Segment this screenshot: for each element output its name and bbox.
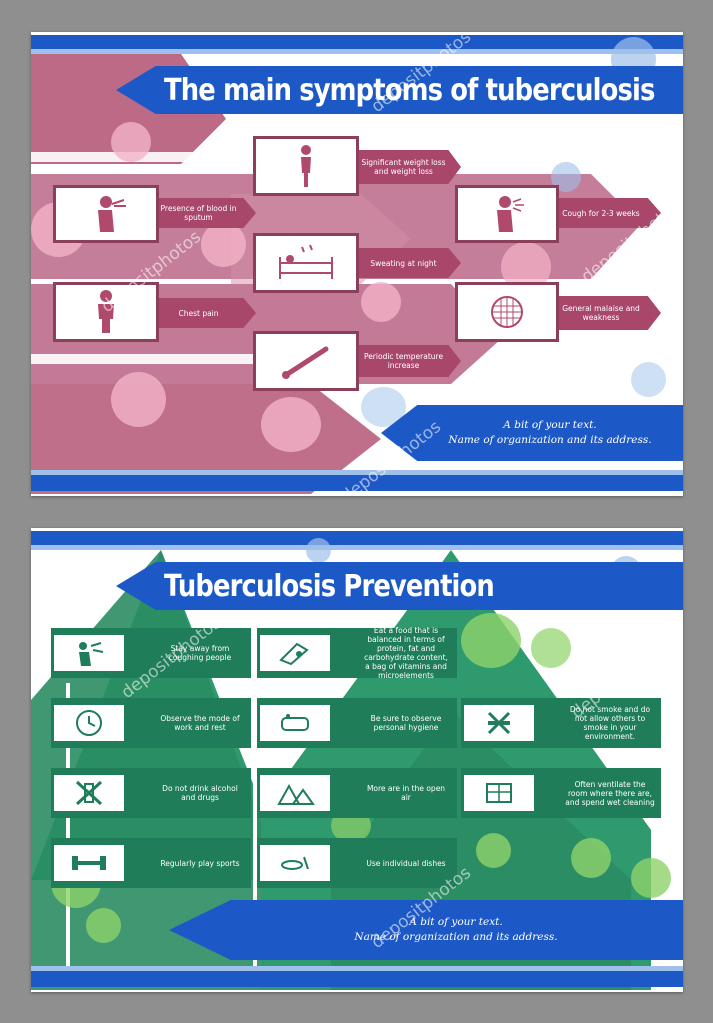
paint-splash <box>631 858 671 898</box>
symptom-label: Significant weight loss and weight loss <box>356 150 461 184</box>
paint-splash <box>201 222 246 267</box>
virus-ball-icon <box>491 296 523 328</box>
bottom-stripe-light <box>31 470 683 475</box>
paint-splash <box>461 613 521 668</box>
symptom-label: Chest pain <box>151 298 256 328</box>
top-stripe-light <box>31 49 683 54</box>
paint-splash <box>531 628 571 668</box>
prevention-card: Tuberculosis Prevention Stay away from c… <box>31 528 683 992</box>
coughing-person-icon <box>497 196 524 232</box>
paint-splash <box>571 838 611 878</box>
tip-card <box>257 632 333 674</box>
tip-card <box>51 842 127 884</box>
symptom-label: Cough for 2-3 weeks <box>551 198 661 228</box>
soap-icon <box>281 714 309 731</box>
paint-splash <box>261 397 321 452</box>
thermometer-icon <box>282 346 329 379</box>
nature-icon <box>277 783 315 805</box>
bed-icon <box>279 244 333 279</box>
thin-person-icon <box>301 145 311 187</box>
symptom-card <box>53 282 159 342</box>
page-title: Tuberculosis Prevention <box>164 568 495 604</box>
symptom-label: Periodic temperature increase <box>356 345 461 377</box>
title-banner: Tuberculosis Prevention <box>116 562 683 610</box>
symptom-label: General malaise and weakness <box>551 296 661 330</box>
tip-card <box>257 842 333 884</box>
paint-splash <box>476 833 511 868</box>
footer-text: A bit of your text. <box>409 916 503 928</box>
footer-banner: A bit of your text. Name of organization… <box>169 900 683 960</box>
white-line <box>66 683 70 983</box>
tip-card <box>257 702 333 744</box>
bottom-stripe <box>31 971 683 987</box>
tip-card <box>51 702 127 744</box>
symptom-card <box>253 331 359 391</box>
cleaning-icon <box>486 783 512 803</box>
paint-splash <box>631 362 666 397</box>
page-title: The main symptoms of tuberculosis <box>164 72 655 108</box>
tip-card <box>257 772 333 814</box>
top-stripe <box>31 35 683 49</box>
symptom-card <box>253 136 359 196</box>
person-icon <box>98 290 114 333</box>
no-smoking-icon <box>487 711 511 735</box>
title-banner: The main symptoms of tuberculosis <box>116 66 683 114</box>
avoid-cough-icon <box>79 642 104 666</box>
bottom-stripe <box>31 475 683 491</box>
symptom-label: Sweating at night <box>356 248 461 278</box>
no-alcohol-icon <box>75 780 103 806</box>
footer-banner: A bit of your text. Name of organization… <box>381 405 683 461</box>
symptom-label: Presence of blood in sputum <box>151 198 256 228</box>
paint-splash <box>111 122 151 162</box>
tip-card <box>51 632 127 674</box>
paint-splash <box>86 908 121 943</box>
coughing-blood-icon <box>98 196 126 232</box>
tip-card <box>51 772 127 814</box>
white-band <box>31 152 451 162</box>
white-line <box>253 628 257 983</box>
symptoms-card: The main symptoms of tuberculosis Presen… <box>31 32 683 496</box>
footer-address: Name of organization and its address. <box>448 434 652 446</box>
footer-text: A bit of your text. <box>503 419 597 431</box>
bottom-stripe-light <box>31 966 683 971</box>
symptom-card <box>455 185 559 243</box>
symptom-card <box>53 185 159 243</box>
tip-card <box>461 702 537 744</box>
food-icon <box>279 642 309 666</box>
paint-splash <box>306 538 331 563</box>
white-band <box>31 354 451 364</box>
paint-splash <box>361 282 401 322</box>
dishes-icon <box>281 856 309 870</box>
tip-card <box>461 772 537 814</box>
symptom-card <box>455 282 559 342</box>
footer-address: Name of organization and its address. <box>354 931 558 943</box>
clock-icon <box>76 710 102 736</box>
top-stripe-light <box>31 545 683 550</box>
paint-splash <box>111 372 166 427</box>
dumbbell-icon <box>72 856 106 870</box>
symptom-card <box>253 233 359 293</box>
top-stripe <box>31 531 683 545</box>
